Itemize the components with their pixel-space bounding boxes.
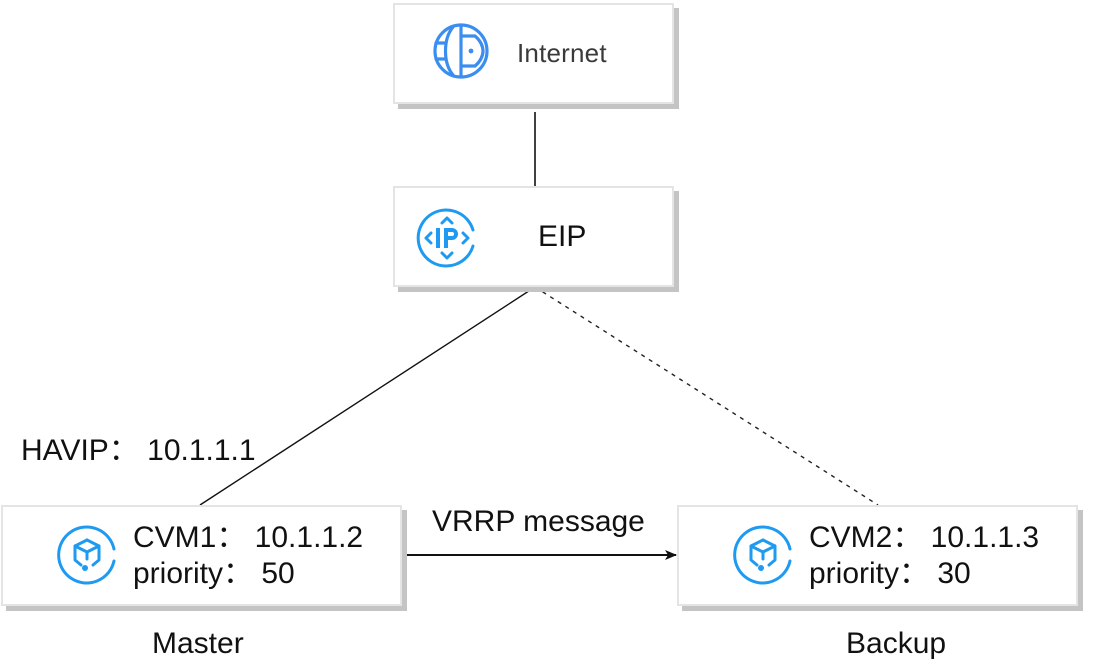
- cvm1-priority: priority： 50: [133, 557, 295, 590]
- globe-icon: [433, 23, 489, 79]
- edge-eip-cvm2: [534, 286, 879, 506]
- eip-node[interactable]: EIP: [393, 186, 674, 287]
- cvm2-priority: priority： 30: [809, 557, 971, 590]
- internet-node[interactable]: Internet: [393, 3, 674, 104]
- backup-role-label: Backup: [846, 627, 947, 660]
- master-role-label: Master: [152, 627, 244, 660]
- cvm2-name-ip: CVM2： 10.1.1.3: [809, 521, 1040, 554]
- cvm2-node[interactable]: CVM2： 10.1.1.3 priority： 30: [677, 505, 1078, 606]
- cvm1-node[interactable]: CVM1： 10.1.1.2 priority： 50: [1, 505, 402, 606]
- edge-eip-cvm1: [199, 286, 536, 506]
- eip-label: EIP: [538, 220, 587, 253]
- cvm-icon: [57, 525, 116, 585]
- internet-label: Internet: [517, 38, 607, 68]
- cvm1-details: CVM1： 10.1.1.2 priority： 50: [133, 520, 363, 592]
- vrrp-message-label: VRRP message: [432, 505, 645, 538]
- cvm-icon: [733, 525, 792, 585]
- havip-label: HAVIP： 10.1.1.1: [21, 434, 256, 467]
- cvm2-details: CVM2： 10.1.1.3 priority： 30: [809, 520, 1039, 592]
- cvm1-name-ip: CVM1： 10.1.1.2: [133, 521, 364, 554]
- eip-icon: [416, 208, 475, 268]
